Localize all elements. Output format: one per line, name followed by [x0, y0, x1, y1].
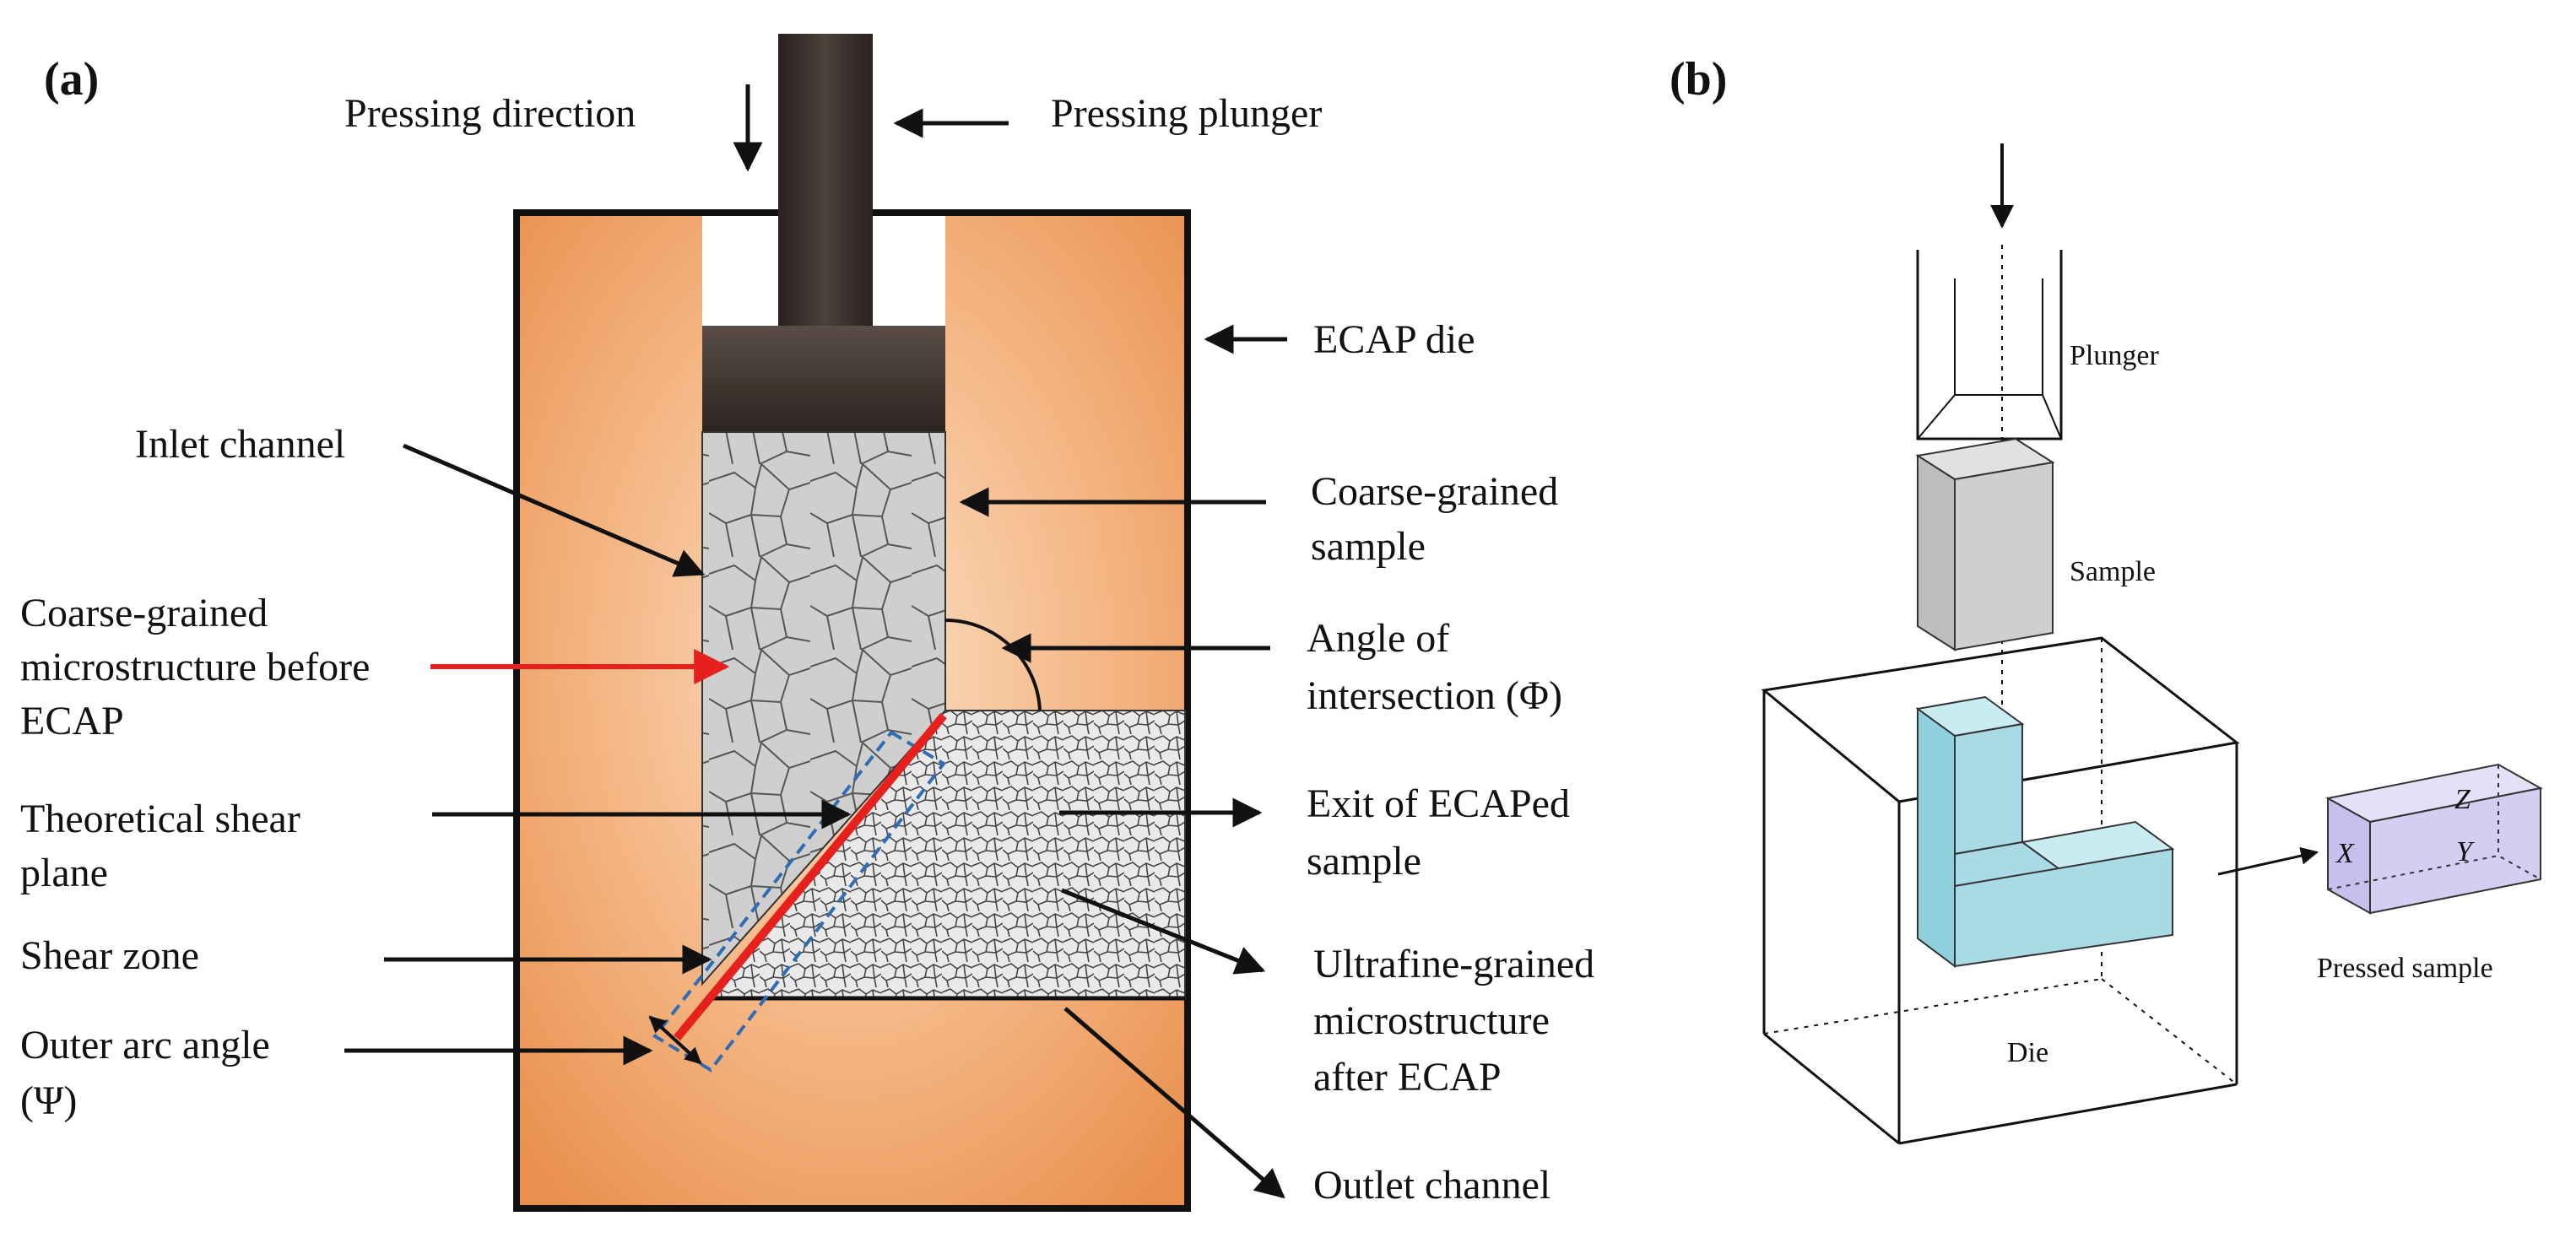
label-outer-arc-1: Outer arc angle	[20, 1023, 270, 1067]
label-theoretical-shear-2: plane	[20, 851, 108, 895]
label-coarse-micro-3: ECAP	[20, 699, 124, 743]
label-angle-1: Angle of	[1307, 616, 1449, 661]
pressed-sample-block	[2325, 763, 2543, 915]
label-coarse-micro-1: Coarse-grained	[20, 591, 268, 635]
label-ecap-die: ECAP die	[1313, 317, 1475, 362]
die-l-channel	[1915, 695, 2175, 968]
pressed-sample-arrow	[2217, 846, 2319, 876]
sample-block	[1915, 437, 2055, 651]
label-coarse-micro-2: microstructure before	[20, 645, 370, 689]
shear-zone-box	[652, 730, 946, 1073]
label-pressing-plunger: Pressing plunger	[1051, 91, 1322, 136]
label-angle-2: intersection (Φ)	[1307, 673, 1562, 718]
label-coarse-sample-2: sample	[1311, 524, 1426, 569]
label-axis-z: Z	[2454, 784, 2471, 815]
label-coarse-sample-1: Coarse-grained	[1311, 469, 1558, 514]
ultrafine-arrow	[1061, 888, 1266, 975]
label-die: Die	[2007, 1037, 2048, 1068]
label-sample: Sample	[2070, 556, 2156, 587]
outer-arc-arrow	[648, 1015, 702, 1065]
label-axis-y: Y	[2456, 836, 2475, 867]
label-theoretical-shear-1: Theoretical shear	[20, 797, 300, 841]
panel-a-tag: (a)	[44, 53, 99, 105]
plunger-shape	[1916, 245, 2063, 726]
label-ultrafine-3: after ECAP	[1313, 1055, 1502, 1100]
outlet-channel-arrow	[1063, 1007, 1285, 1199]
panel-b-tag: (b)	[1670, 53, 1727, 105]
label-outlet-channel: Outlet channel	[1313, 1163, 1550, 1208]
label-exit-sample-1: Exit of ECAPed	[1307, 781, 1570, 826]
label-axis-x: X	[2335, 838, 2355, 869]
label-inlet-channel: Inlet channel	[135, 422, 345, 467]
label-ultrafine-1: Ultrafine-grained	[1313, 942, 1594, 986]
pressing-plunger	[702, 34, 945, 434]
label-pressed-sample: Pressed sample	[2317, 953, 2493, 984]
label-plunger: Plunger	[2070, 340, 2159, 371]
label-pressing-direction: Pressing direction	[344, 91, 636, 136]
theoretical-shear-plane	[674, 712, 947, 1041]
inlet-channel-arrow	[403, 443, 706, 577]
label-exit-sample-2: sample	[1307, 839, 1421, 884]
label-outer-arc-2: (Ψ)	[20, 1078, 77, 1123]
label-shear-zone: Shear zone	[20, 933, 199, 978]
label-ultrafine-2: microstructure	[1313, 998, 1550, 1043]
